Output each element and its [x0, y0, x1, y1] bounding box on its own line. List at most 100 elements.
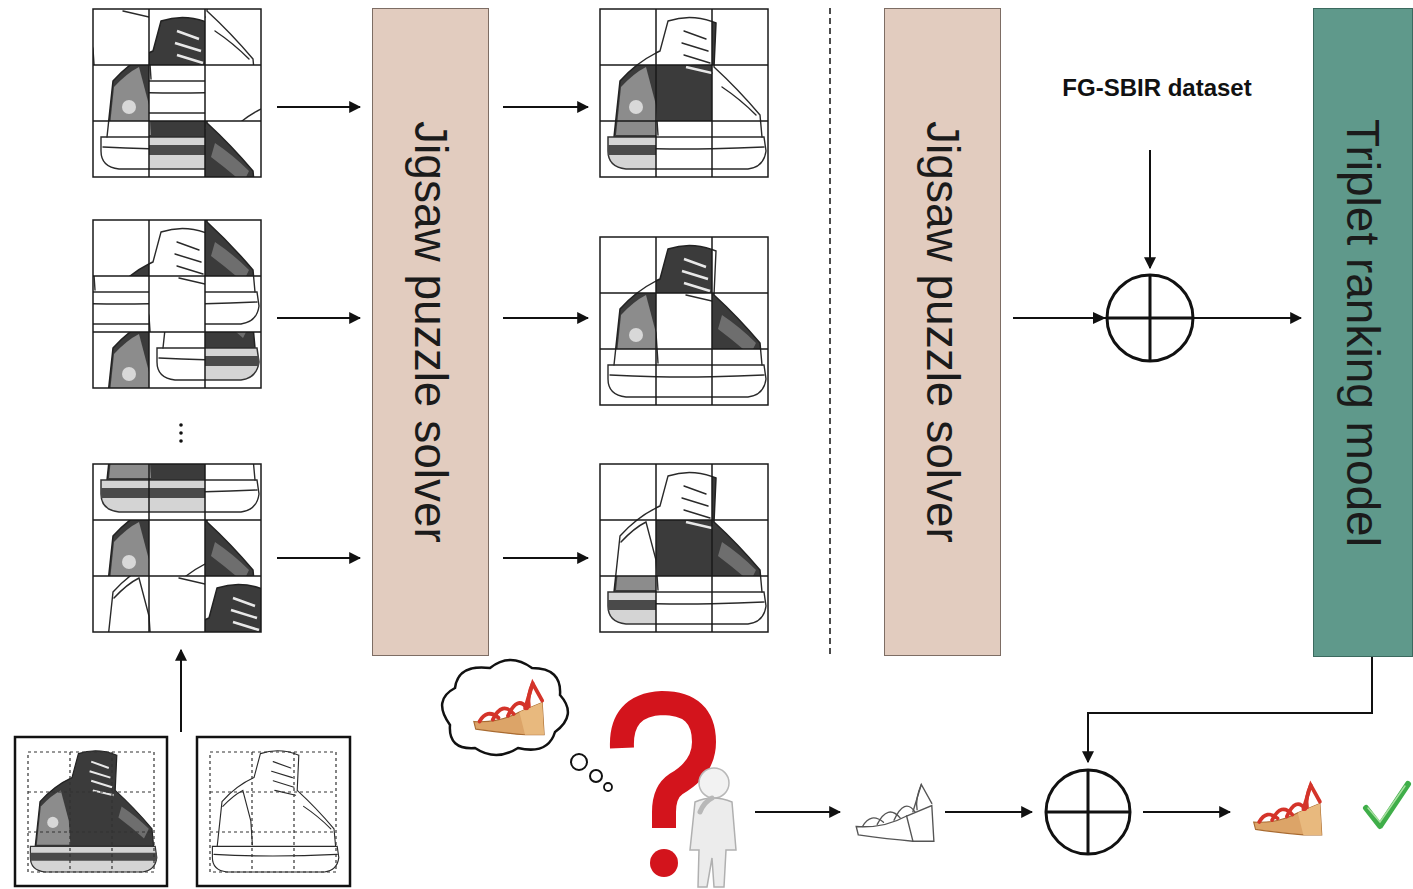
- jigsaw-grid: [101, 172, 259, 324]
- jigsaw-grid: [608, 472, 766, 624]
- ellipsis-dots: [179, 423, 183, 443]
- jigsaw-grid: [101, 17, 259, 169]
- flow-arrows: [277, 317, 360, 319]
- shoe-sketch-image: [212, 751, 338, 872]
- jigsaw-grid: [600, 9, 768, 177]
- jigsaw-grid: [608, 245, 766, 397]
- sum-symbol: [1107, 275, 1193, 361]
- jigsaw-grid: [93, 464, 261, 632]
- thought-cloud: [442, 660, 568, 755]
- jigsaw-grid: [600, 237, 768, 405]
- shoe-photo-image: [28, 752, 154, 872]
- question-figure: [622, 703, 704, 828]
- box-label: Jigsaw puzzle solver: [408, 121, 454, 543]
- jigsaw-grid: [101, 17, 259, 169]
- jigsaw-grid: [608, 17, 766, 169]
- question-figure: [650, 849, 678, 877]
- shoe-sketch-image: [210, 752, 336, 872]
- sandal-sketch-query: [856, 785, 934, 842]
- jigsaw-grid: [101, 17, 259, 169]
- sum-symbol: [1046, 770, 1130, 854]
- process-box: Jigsaw puzzle solver: [884, 8, 1001, 656]
- jigsaw-grid: [101, 17, 259, 169]
- jigsaw-grid: [101, 360, 259, 512]
- jigsaw-grid: [608, 472, 766, 624]
- jigsaw-grid: [45, 172, 203, 324]
- shoe-photo-image: [30, 751, 156, 872]
- flow-arrows: [1143, 811, 1230, 813]
- jigsaw-grid: [608, 17, 766, 169]
- jigsaw-grid: [600, 464, 768, 632]
- sum-symbol: [1107, 275, 1193, 361]
- jigsaw-grid: [608, 245, 766, 397]
- jigsaw-grid: [608, 17, 766, 169]
- jigsaw-grid: [93, 9, 261, 177]
- box-label: Triplet ranking model: [1340, 119, 1386, 547]
- jigsaw-grid: [608, 245, 766, 397]
- jigsaw-grid: [101, 172, 259, 324]
- jigsaw-grid: [608, 472, 766, 624]
- flow-arrows: [277, 557, 360, 559]
- jigsaw-grid: [600, 237, 768, 405]
- jigsaw-grid: [608, 17, 766, 169]
- question-figure: [699, 768, 729, 798]
- jigsaw-grid: [608, 472, 766, 624]
- jigsaw-grid: [101, 360, 259, 512]
- jigsaw-grid: [600, 464, 768, 632]
- sum-symbol: [1046, 770, 1130, 854]
- jigsaw-grid: [213, 73, 371, 225]
- dataset-label: FG-SBIR dataset: [1062, 74, 1251, 101]
- jigsaw-grid: [608, 245, 766, 397]
- jigsaw-grid: [608, 17, 766, 169]
- jigsaw-grid: [45, 0, 371, 225]
- jigsaw-grid: [600, 9, 768, 177]
- jigsaw-grid: [101, 360, 259, 512]
- jigsaw-grid: [608, 472, 766, 624]
- ellipsis-dots: [179, 423, 183, 427]
- shoe-sketch-image: [197, 737, 350, 886]
- jigsaw-grid: [608, 17, 766, 169]
- shoe-sketch-image: [212, 751, 338, 872]
- jigsaw-grid: [608, 472, 766, 624]
- jigsaw-grid: [608, 245, 766, 397]
- ellipsis-dots: [179, 431, 183, 435]
- jigsaw-grid: [93, 220, 261, 388]
- check-mark: [1366, 784, 1408, 826]
- thought-cloud: [590, 770, 602, 782]
- jigsaw-grid: [608, 245, 766, 397]
- jigsaw-grid: [608, 245, 766, 397]
- jigsaw-grid: [608, 245, 766, 397]
- jigsaw-grid: [608, 17, 766, 169]
- shoe-sketch-image: [210, 752, 336, 872]
- jigsaw-grid: [608, 17, 766, 169]
- box-label: Jigsaw puzzle solver: [920, 121, 966, 543]
- question-figure: [622, 703, 736, 887]
- jigsaw-grid: [157, 584, 315, 736]
- flow-arrows: [1149, 150, 1151, 268]
- jigsaw-grid: [45, 172, 203, 324]
- jigsaw-grid: [101, 73, 259, 225]
- jigsaw-grid: [101, 360, 259, 512]
- thought-cloud: [604, 783, 612, 791]
- jigsaw-grid: [608, 17, 766, 169]
- shoe-sketch-image: [197, 737, 350, 886]
- jigsaw-grid: [608, 245, 766, 397]
- shoe-photo-image: [15, 737, 167, 886]
- jigsaw-grid: [101, 172, 259, 324]
- jigsaw-grid: [101, 360, 259, 512]
- jigsaw-grid: [608, 245, 766, 397]
- check-mark: [1368, 786, 1405, 822]
- jigsaw-grid: [600, 464, 768, 632]
- jigsaw-grid: [608, 17, 766, 169]
- jigsaw-grid: [608, 17, 766, 169]
- jigsaw-grid: [101, 172, 259, 324]
- process-box: Triplet ranking model: [1313, 8, 1413, 657]
- jigsaw-grid: [608, 472, 766, 624]
- shoe-photo-image: [28, 752, 154, 872]
- jigsaw-grid: [101, 360, 259, 512]
- jigsaw-grid: [608, 472, 766, 624]
- jigsaw-grid: [45, 172, 315, 436]
- jigsaw-grid: [608, 17, 766, 169]
- jigsaw-grid: [600, 237, 768, 405]
